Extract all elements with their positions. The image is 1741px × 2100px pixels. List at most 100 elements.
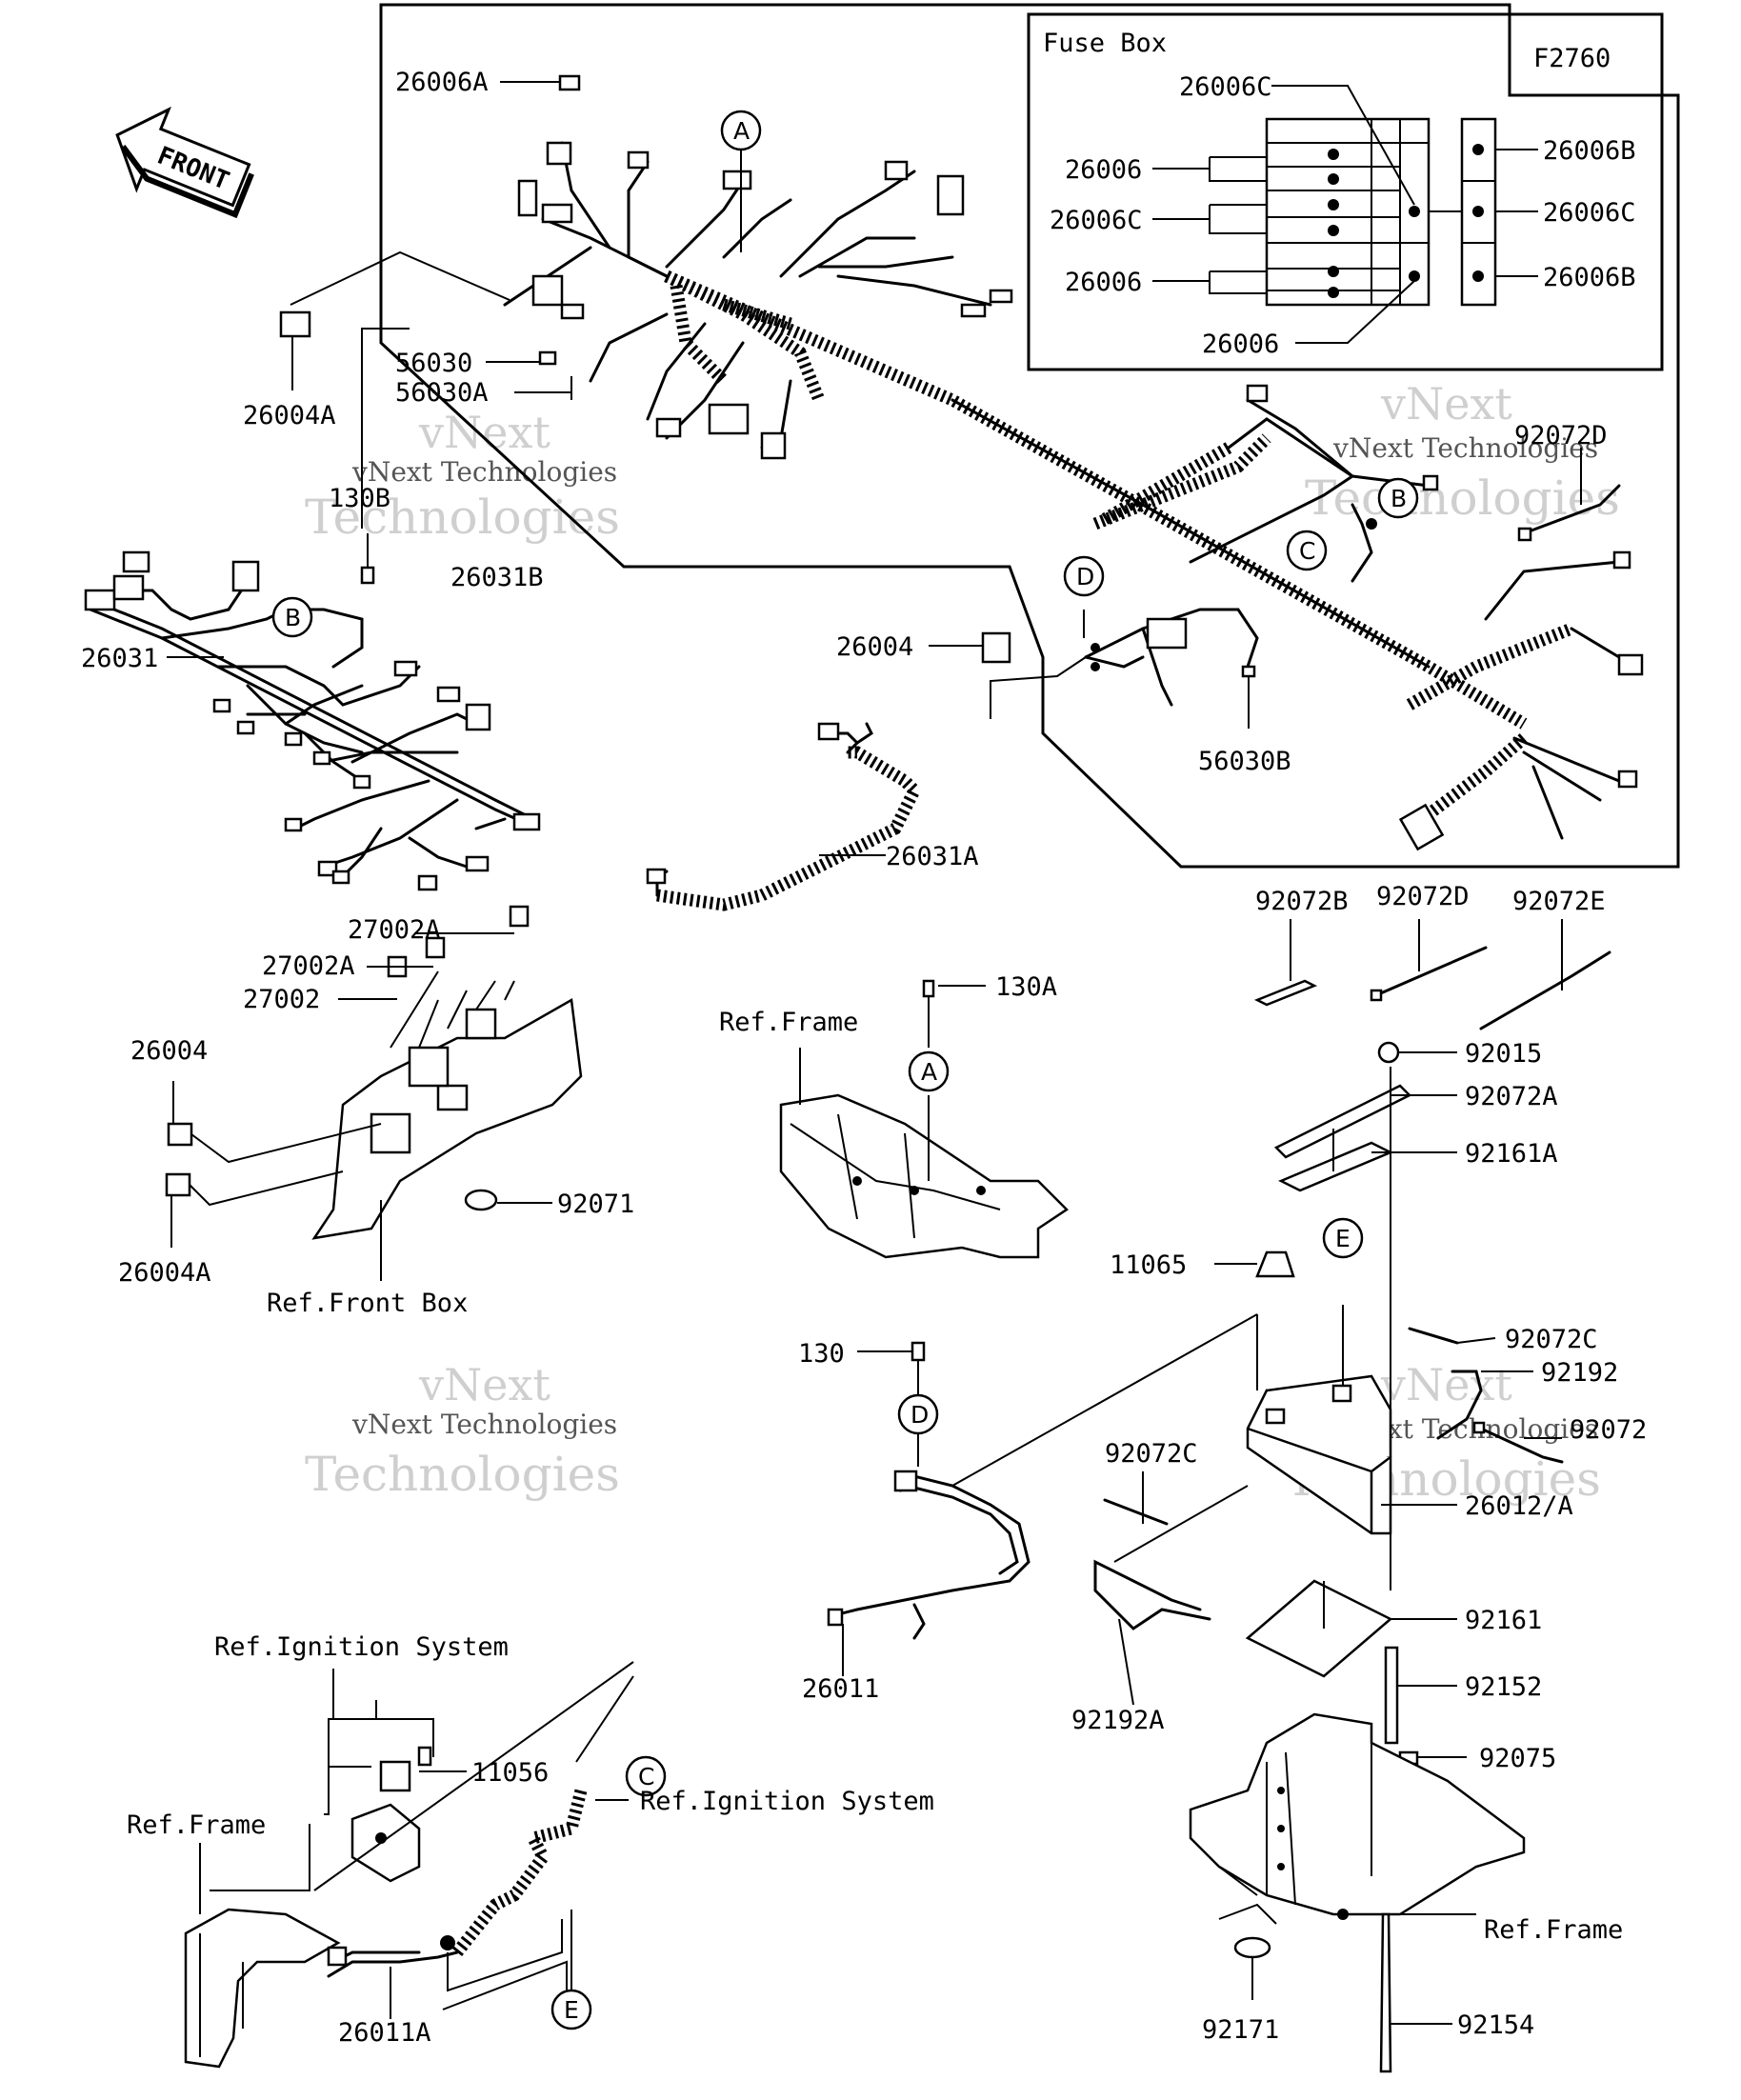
label-26006C-top: 26006C — [1179, 72, 1272, 102]
circle-ref-E-bottom: E — [550, 1989, 592, 2030]
circle-ref-A-top: A — [720, 110, 762, 252]
label-56030: 56030 — [395, 349, 472, 378]
label-130B: 130B — [329, 484, 390, 513]
watermark-line3-c: Technologies — [305, 1447, 620, 1502]
label-27002A-2: 27002A — [262, 951, 355, 981]
label-26006-1: 26006 — [1065, 155, 1142, 185]
tie-92072D-top — [1517, 448, 1621, 542]
diagram-code: F2760 — [1533, 44, 1611, 73]
label-26031A: 26031A — [886, 842, 979, 871]
label-26012A: 26012/A — [1465, 1491, 1573, 1521]
label-92072B: 92072B — [1255, 887, 1349, 916]
svg-text:A: A — [733, 117, 750, 145]
ref-frame-bottom-right: Ref.Frame — [1484, 1915, 1623, 1945]
harness-26031A — [646, 722, 922, 911]
fuse-box-frame: Fuse Box F2760 — [1027, 12, 1664, 371]
label-26006B-2: 26006B — [1543, 263, 1636, 292]
label-56030A: 56030A — [395, 378, 489, 408]
ref-ignition-top: Ref.Ignition System — [214, 1632, 509, 1662]
svg-text:D: D — [1076, 563, 1094, 590]
label-92171: 92171 — [1202, 2015, 1279, 2045]
svg-text:B: B — [1391, 485, 1407, 512]
watermark-line1-c: vNext — [418, 1359, 550, 1410]
ref-front-box: Ref.Front Box — [267, 1289, 468, 1318]
label-26006-2: 26006 — [1065, 268, 1142, 297]
label-92071: 92071 — [557, 1190, 634, 1219]
fuse-block — [1152, 85, 1538, 344]
ref-frame-mid: Ref.Frame — [719, 1008, 858, 1037]
fuse-box-title: Fuse Box — [1043, 29, 1167, 58]
label-26004-left: 26004 — [130, 1036, 208, 1066]
clip-56030B — [1241, 665, 1256, 678]
watermark: vNext vNext Technologies Technologies vN… — [305, 378, 1620, 1507]
label-92072D-top: 92072D — [1514, 421, 1608, 450]
label-92161A: 92161A — [1465, 1139, 1558, 1169]
label-92072: 92072 — [1570, 1415, 1647, 1445]
ignition-frame — [184, 1661, 634, 2069]
clip-56030 — [538, 350, 557, 366]
connector-26004-left — [167, 1122, 193, 1147]
label-26006C-mid: 26006C — [1050, 206, 1143, 235]
connector-26004-mid — [981, 631, 1011, 664]
watermark-line2-c: vNext Technologies — [351, 1409, 617, 1440]
label-26006-bottom: 26006 — [1202, 330, 1279, 359]
connector-26004A-left — [165, 1172, 191, 1197]
circle-ref-B-right: B — [1377, 477, 1419, 519]
watermark-line3-b: Technologies — [1305, 470, 1620, 526]
label-11056: 11056 — [471, 1758, 549, 1788]
cable-26011 — [827, 1341, 1031, 1676]
label-92072A: 92072A — [1465, 1082, 1558, 1111]
ref-frame-bottom-left: Ref.Frame — [127, 1810, 266, 1840]
label-26006C-right: 26006C — [1543, 198, 1636, 228]
label-92072C-right: 92072C — [1505, 1325, 1598, 1354]
svg-text:C: C — [1299, 537, 1315, 565]
label-92072D: 92072D — [1376, 882, 1470, 911]
frame-mid — [779, 1048, 1069, 1259]
svg-text:B: B — [285, 604, 301, 631]
label-26011: 26011 — [802, 1674, 879, 1704]
label-130A: 130A — [995, 972, 1057, 1002]
label-11065: 11065 — [1110, 1250, 1187, 1280]
label-26031B: 26031B — [450, 563, 544, 592]
label-130: 130 — [798, 1339, 845, 1369]
label-26004A-left: 26004A — [118, 1258, 211, 1288]
label-92154: 92154 — [1457, 2010, 1534, 2040]
label-92015: 92015 — [1465, 1039, 1542, 1069]
label-26004-mid: 26004 — [836, 632, 913, 662]
watermark-line2: vNext Technologies — [351, 456, 617, 488]
label-26004A-top: 26004A — [243, 401, 336, 430]
watermark-line3: Technologies — [305, 490, 620, 545]
circle-ref-B-left: B — [271, 596, 313, 638]
ref-ignition-right: Ref.Ignition System — [640, 1787, 934, 1816]
label-92072C-left: 92072C — [1105, 1439, 1198, 1469]
svg-text:A: A — [921, 1058, 937, 1086]
ref-labels: Ref.Frame Ref.Front Box Ref.Ignition Sys… — [127, 1008, 1623, 1945]
main-harness-frame — [379, 3, 1680, 869]
circle-ref-C-bottom: C — [625, 1755, 667, 1797]
watermark-line1: vNext — [418, 407, 550, 458]
battery-area — [951, 919, 1611, 2073]
circle-ref-E-battery: E — [1322, 1217, 1364, 1259]
label-26006A: 26006A — [395, 68, 489, 97]
label-92192: 92192 — [1541, 1358, 1618, 1388]
circle-ref-C-right: C — [1286, 530, 1328, 571]
screw-130B — [360, 533, 375, 585]
circle-ref-D-top: D — [1063, 555, 1105, 597]
watermark-line2-b: vNext Technologies — [1332, 432, 1598, 464]
label-56030B: 56030B — [1198, 747, 1291, 776]
part-labels: 26006A 26004A 56030 56030A 130B 26031B 2… — [81, 68, 1647, 2048]
main-harness — [503, 141, 1644, 851]
front-box — [311, 905, 583, 1281]
label-26011A: 26011A — [338, 2018, 431, 2048]
label-26006B-1: 26006B — [1543, 136, 1636, 166]
label-92152: 92152 — [1465, 1672, 1542, 1702]
circle-ref-A-frame: A — [908, 1050, 950, 1092]
svg-text:D: D — [911, 1401, 929, 1429]
connector-26006A — [558, 74, 581, 91]
connector-26004A-top — [279, 310, 311, 338]
svg-text:E: E — [1335, 1225, 1351, 1252]
circle-ref-D-cable: D — [897, 1393, 939, 1435]
sub-harness-26031 — [84, 550, 541, 891]
label-92192A: 92192A — [1071, 1706, 1165, 1735]
